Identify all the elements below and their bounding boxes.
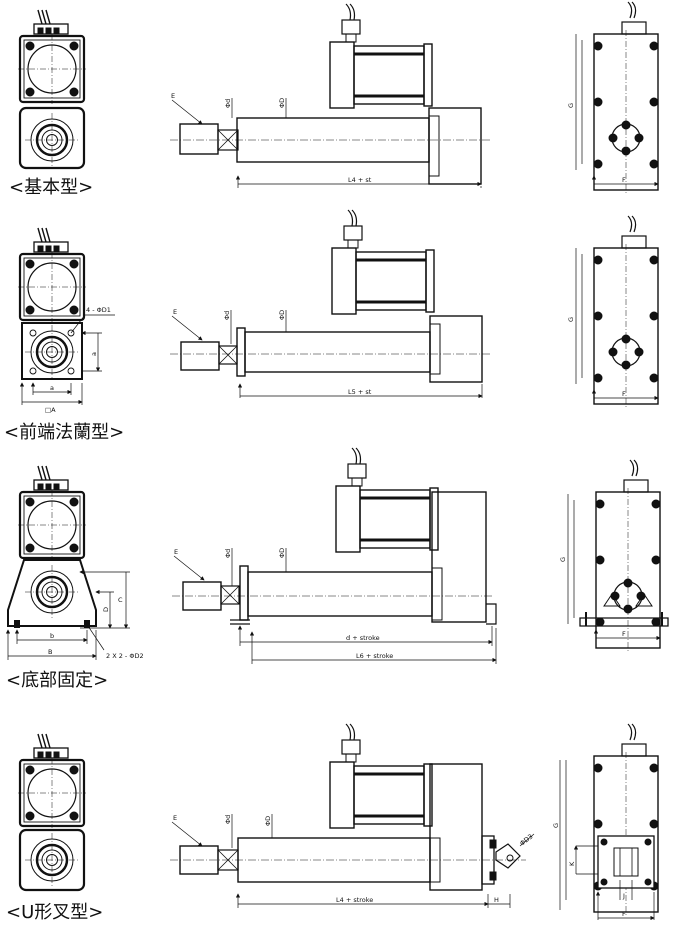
bottom-dim-c: C (118, 596, 123, 604)
clevis-dim-length: L4 + stroke (336, 896, 373, 904)
bottom-front-view (8, 464, 130, 660)
clevis-label: <U形叉型> (6, 902, 103, 923)
flange-front-view (16, 226, 115, 405)
bottom-dim-bigd: ΦD (278, 548, 286, 558)
clevis-dim-k: K (568, 861, 576, 866)
basic-dim-d: Φd (224, 99, 232, 108)
flange-dim-g: G (567, 317, 575, 322)
clevis-dim-g: G (552, 823, 560, 828)
section-bottom-mount: C D b B 2 X 2 - ΦD2 <底部固定> E Φd ΦD d + s… (6, 446, 669, 691)
basic-end-view (575, 1, 658, 195)
clevis-dim-f: F (622, 910, 626, 918)
bottom-dim-g: G (559, 557, 567, 562)
section-clevis: <U形叉型> E Φd ΦD ΦD3 L4 + stroke H (6, 722, 659, 923)
flange-dim-a-vert: a (90, 352, 98, 356)
bottom-dim-holes: 2 X 2 - ΦD2 (106, 652, 144, 660)
clevis-dim-d: Φd (224, 815, 232, 824)
bottom-dim-b: b (50, 632, 54, 640)
clevis-dim-h: H (494, 896, 499, 904)
clevis-side-view (170, 722, 535, 908)
clevis-dim-bigd: ΦD (264, 816, 272, 826)
flange-dim-f: F (622, 390, 626, 398)
flange-dim-e: E (173, 308, 177, 316)
bottom-dim-e: E (174, 548, 178, 556)
basic-dim-g: G (567, 103, 575, 108)
basic-front-view (16, 8, 88, 170)
clevis-front-view (16, 732, 88, 892)
basic-dim-length: L4 + st (348, 176, 372, 184)
basic-side-view (170, 2, 490, 188)
flange-label: <前端法蘭型> (4, 422, 124, 443)
clevis-dim-pin: ΦD3 (518, 832, 534, 847)
bottom-dim-length2: L6 + stroke (356, 652, 393, 660)
flange-dim-holes: 4 - ΦD1 (86, 306, 111, 314)
section-front-flange: 4 - ΦD1 a a □A <前端法蘭型> E Φd ΦD L5 + st (4, 208, 658, 443)
bottom-dim-f: F (622, 630, 626, 638)
flange-side-view (170, 208, 490, 398)
section-basic: <基本型> E Φd ΦD L4 + st G F (9, 1, 658, 198)
basic-dim-bigd: ΦD (278, 98, 286, 108)
basic-dim-e: E (171, 92, 175, 100)
bottom-side-view (172, 446, 496, 664)
bottom-label: <底部固定> (6, 670, 108, 691)
flange-dim-bigd: ΦD (278, 310, 286, 320)
flange-dim-square: □A (45, 406, 56, 414)
flange-dim-d: Φd (223, 311, 231, 320)
bottom-dim-d: D (102, 607, 110, 612)
bottom-dim-phid: Φd (224, 549, 232, 558)
bottom-dim-length1: d + stroke (346, 634, 380, 642)
clevis-dim-e: E (173, 814, 177, 822)
bottom-dim-bigb: B (48, 648, 52, 656)
flange-dim-length: L5 + st (348, 388, 372, 396)
clevis-dim-j: J (622, 892, 625, 900)
basic-dim-f: F (622, 176, 626, 184)
clevis-end-view (559, 723, 659, 920)
flange-dim-a: a (50, 384, 54, 392)
bottom-end-view (567, 459, 669, 653)
basic-label: <基本型> (9, 177, 93, 198)
flange-end-view (575, 215, 658, 409)
